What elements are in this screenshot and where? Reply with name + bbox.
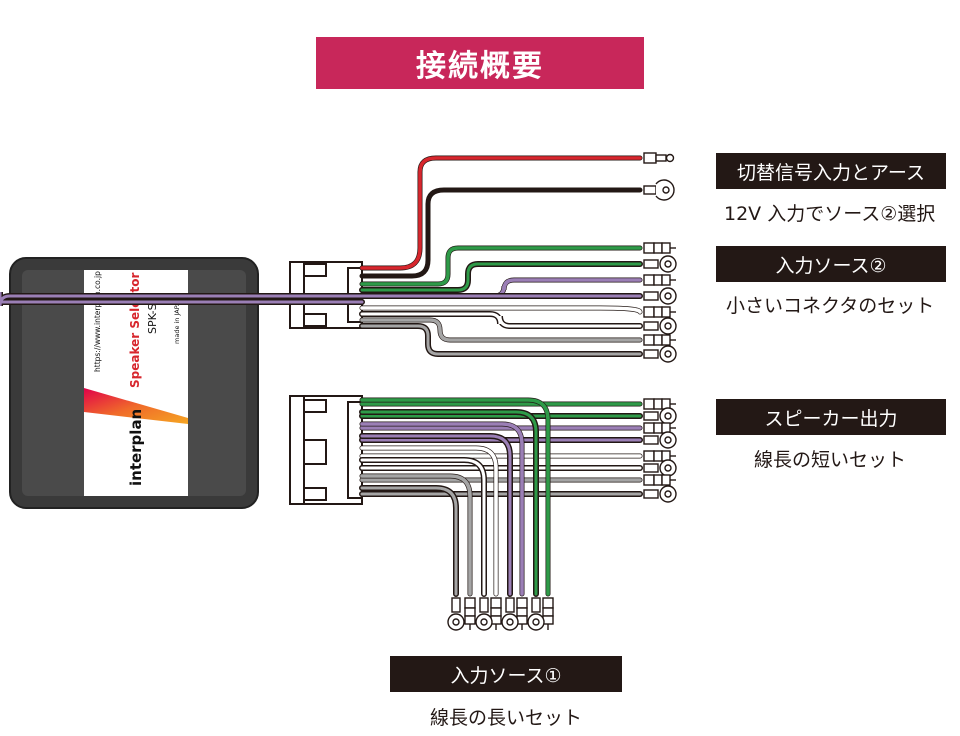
wire-input2-2 [359,261,643,293]
connector-lower [289,395,363,505]
input2-terminal-2 [643,255,677,273]
wire-input2-1 [359,245,643,287]
page-title: 接続概要 [316,37,644,89]
input2-terminal-7 [643,334,676,346]
wire-input1-1 [359,397,551,597]
caption-switch-ground: 12V 入力でソース②選択 [724,203,936,225]
input1-terminal-7 [464,597,476,630]
speaker-out-terminal-1 [643,398,676,410]
wire-input1-4 [359,433,513,597]
caption-input-source-2: 小さいコネクタのセット [726,295,935,317]
label-switch-ground: 切替信号入力とアース [716,153,946,189]
input2-terminal-4 [643,287,677,305]
input1-terminal-8 [447,597,465,631]
input2-terminal-5 [643,306,676,318]
wire-input2-5 [359,305,643,315]
switch-terminal [643,152,675,164]
device-url: https://www.interplan.co.jp [93,271,102,372]
speaker-out-terminal-4 [643,431,677,449]
device-origin: made in JAPAN [173,296,181,344]
label-input-source-2: 入力ソース② [716,246,946,282]
wire-input2-6 [359,311,643,329]
speaker-out-terminal-3 [643,422,676,434]
speaker-out-terminal-5 [643,450,676,462]
device-model: SPK-S [146,303,159,334]
caption-input-source-1: 線長の長いセット [430,707,583,729]
wire-input1-2 [359,409,539,597]
wire-group [0,155,643,597]
ground-terminal [643,179,675,201]
caption-speaker-output: 線長の短いセット [754,449,907,471]
input1-terminal-2 [527,597,545,631]
speaker-out-terminal-8 [643,485,677,503]
wire-input2-7 [359,317,643,343]
speaker-selector-device: interplan Speaker Selector SPK-S https:/… [9,257,259,509]
wire-input2-8 [359,323,643,357]
wire-red-switch [359,155,643,271]
input2-terminal-3 [643,274,676,286]
device-product-name: Speaker Selector [128,273,142,388]
terminal-group [447,152,677,631]
wire-input1-7 [359,473,473,597]
input1-terminal-6 [475,597,493,631]
input2-terminal-1 [643,242,676,254]
speaker-out-terminal-7 [643,474,676,486]
input2-terminal-8 [643,345,677,363]
wire-black-ground [359,187,643,279]
label-input-source-1: 入力ソース① [390,656,622,692]
input1-terminal-3 [516,597,528,630]
input1-terminal-1 [542,597,554,630]
wire-input1-6 [359,457,487,597]
input1-terminal-5 [490,597,502,630]
device-label-sticker [84,270,188,496]
speaker-out-terminal-6 [643,459,677,477]
speaker-out-terminal-2 [643,407,677,425]
wire-input1-3 [359,421,525,597]
input1-terminal-4 [501,597,519,631]
input2-terminal-6 [643,317,677,335]
label-speaker-output: スピーカー出力 [716,399,946,435]
device-brand: interplan [127,409,145,486]
device-label-stripe [84,388,188,424]
wire-input1-5 [359,445,499,597]
wire-input2-4 [0,292,643,307]
wire-input1-8 [359,485,459,597]
